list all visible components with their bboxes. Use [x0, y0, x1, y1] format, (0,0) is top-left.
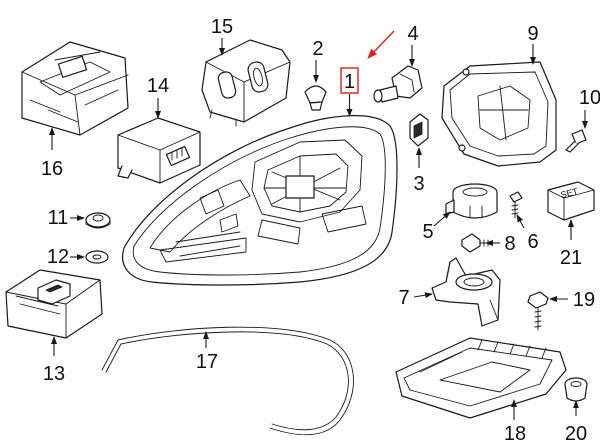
callout-17-label: 17 [196, 351, 218, 373]
callout-7-label: 7 [398, 287, 409, 309]
callout-2: 2 [312, 38, 324, 83]
part-12-washer[interactable] [85, 250, 109, 264]
set-label: SET [560, 186, 580, 200]
part-10-screw[interactable] [565, 129, 587, 153]
part-15-led-module[interactable] [201, 39, 291, 127]
part-13-ballast[interactable] [5, 269, 103, 339]
part-21-set[interactable]: SET [547, 181, 595, 221]
callout-7: 7 [398, 287, 433, 309]
part-7-bracket[interactable] [431, 257, 501, 327]
callout-1-label: 1 [344, 71, 355, 93]
callout-3-label: 3 [413, 173, 424, 195]
callout-5: 5 [422, 211, 451, 243]
callout-8: 8 [485, 233, 516, 255]
part-1-headlamp[interactable] [122, 115, 398, 286]
part-3-clip[interactable] [409, 113, 429, 147]
callout-13: 13 [43, 336, 65, 385]
callout-10: 10 [579, 87, 600, 129]
callout-8-label: 8 [504, 233, 515, 255]
part-4-socket[interactable] [373, 65, 423, 103]
callout-11: 11 [48, 207, 85, 229]
callout-11-label: 11 [48, 207, 69, 229]
callout-6: 6 [516, 214, 539, 253]
callout-16: 16 [41, 127, 63, 180]
callout-13-label: 13 [43, 363, 65, 385]
callout-19: 19 [549, 289, 595, 311]
callout-1: 1 [340, 30, 395, 117]
callout-20: 20 [565, 400, 587, 445]
part-20-grommet[interactable] [564, 377, 588, 402]
callout-18-label: 18 [504, 423, 526, 445]
callout-16-label: 16 [41, 158, 63, 180]
callout-9: 9 [527, 23, 539, 65]
part-9-cover[interactable] [441, 61, 557, 167]
callout-21: 21 [560, 219, 582, 269]
callout-21-label: 21 [560, 247, 582, 269]
callout-12: 12 [47, 246, 85, 268]
callout-4-label: 4 [407, 23, 418, 45]
part-18-tray[interactable] [395, 337, 567, 419]
part-19-screw[interactable] [527, 291, 549, 331]
callout-17: 17 [196, 331, 218, 373]
callout-4: 4 [407, 23, 419, 67]
callout-19-label: 19 [573, 289, 595, 311]
callout-14: 14 [147, 75, 169, 119]
callout-10-label: 10 [579, 87, 600, 109]
callout-18: 18 [504, 399, 526, 445]
callout-3: 3 [413, 147, 425, 195]
callout-15-label: 15 [211, 16, 233, 38]
callout-6-label: 6 [527, 231, 538, 253]
callout-1-highlight-box [340, 67, 359, 94]
part-6-screw[interactable] [509, 191, 523, 219]
part-16-bracket[interactable] [21, 41, 129, 136]
part-11-washer[interactable] [85, 212, 111, 229]
callout-20-label: 20 [565, 423, 587, 445]
highlight-arrow [367, 30, 395, 59]
callout-9-label: 9 [527, 23, 538, 45]
part-14-control-unit[interactable] [117, 117, 201, 184]
callout-5-label: 5 [422, 221, 433, 243]
callout-12-label: 12 [47, 246, 69, 268]
callout-14-label: 14 [147, 75, 169, 97]
callout-15: 15 [211, 16, 233, 56]
part-17-seal[interactable] [101, 326, 354, 436]
part-2-bulb[interactable] [304, 85, 327, 111]
callout-2-label: 2 [312, 38, 323, 60]
part-5-adjuster[interactable] [445, 183, 498, 219]
